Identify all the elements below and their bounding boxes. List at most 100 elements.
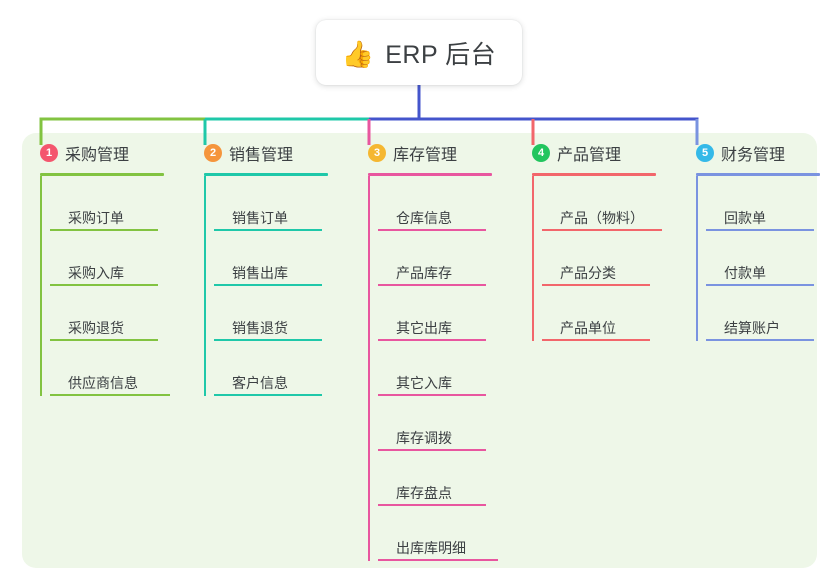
category-badge-number: 4 — [532, 144, 550, 162]
list-item-label: 付款单 — [724, 265, 766, 281]
list-item-underline — [542, 229, 662, 231]
list-item-underline — [50, 229, 158, 231]
category-item-list: 采购订单采购入库采购退货供应商信息 — [40, 176, 186, 396]
list-item-label: 仓库信息 — [396, 210, 452, 226]
category-title: 产品管理 — [557, 147, 622, 164]
list-item-label: 出库库明细 — [396, 540, 466, 556]
category-title: 库存管理 — [393, 147, 458, 164]
root-node-erp-backend[interactable]: 👍 ERP 后台 — [316, 20, 522, 85]
list-item-underline — [50, 284, 158, 286]
list-item-label: 销售订单 — [232, 210, 288, 226]
list-item-underline — [706, 229, 814, 231]
list-item-label: 产品（物料） — [560, 210, 644, 226]
list-item-underline — [214, 339, 322, 341]
list-item[interactable]: 产品（物料） — [542, 176, 678, 231]
list-item[interactable]: 结算账户 — [706, 286, 839, 341]
list-item-underline — [378, 229, 486, 231]
tree-spine — [204, 176, 206, 396]
tree-spine — [696, 176, 698, 341]
list-item-label: 供应商信息 — [68, 375, 138, 391]
list-item-underline — [214, 284, 322, 286]
list-item[interactable]: 其它入库 — [378, 341, 514, 396]
list-item-underline — [378, 284, 486, 286]
list-item[interactable]: 库存调拨 — [378, 396, 514, 451]
list-item[interactable]: 其它出库 — [378, 286, 514, 341]
list-item[interactable]: 仓库信息 — [378, 176, 514, 231]
list-item[interactable]: 采购退货 — [50, 286, 186, 341]
list-item-label: 销售出库 — [232, 265, 288, 281]
category-column-5: 5 财务管理回款单付款单结算账户 — [678, 133, 839, 568]
list-item[interactable]: 采购入库 — [50, 231, 186, 286]
list-item-underline — [378, 504, 486, 506]
list-item-underline — [378, 449, 486, 451]
list-item-label: 其它入库 — [396, 375, 452, 391]
list-item-underline — [378, 559, 498, 561]
list-item[interactable]: 销售订单 — [214, 176, 350, 231]
list-item-underline — [706, 284, 814, 286]
list-item-label: 产品分类 — [560, 265, 616, 281]
list-item-label: 其它出库 — [396, 320, 452, 336]
tree-spine — [368, 176, 370, 561]
tree-spine — [40, 176, 42, 396]
list-item-underline — [378, 339, 486, 341]
list-item-underline — [706, 339, 814, 341]
category-title: 销售管理 — [229, 147, 294, 164]
category-header-underline — [204, 173, 328, 176]
category-column-4: 4 产品管理产品（物料） 产品分类产品单位 — [514, 133, 678, 568]
list-item-underline — [214, 394, 322, 396]
list-item-underline — [50, 394, 170, 396]
list-item-label: 结算账户 — [724, 320, 780, 336]
category-header-underline — [40, 173, 164, 176]
list-item[interactable]: 采购订单 — [50, 176, 186, 231]
list-item[interactable]: 产品分类 — [542, 231, 678, 286]
list-item[interactable]: 产品库存 — [378, 231, 514, 286]
list-item[interactable]: 销售出库 — [214, 231, 350, 286]
category-title: 采购管理 — [65, 147, 130, 164]
list-item-label: 产品库存 — [396, 265, 452, 281]
list-item[interactable]: 客户信息 — [214, 341, 350, 396]
list-item-label: 产品单位 — [560, 320, 616, 336]
list-item-label: 库存调拨 — [396, 430, 452, 446]
list-item-label: 采购订单 — [68, 210, 124, 226]
list-item-underline — [542, 284, 650, 286]
diagram-panel-background — [22, 133, 817, 568]
category-badge-number: 5 — [696, 144, 714, 162]
list-item-label: 采购退货 — [68, 320, 124, 336]
category-header-5[interactable]: 5 财务管理 — [694, 133, 839, 173]
category-column-2: 2 销售管理销售订单销售出库销售退货客户信息 — [186, 133, 350, 568]
thumbs-up-icon: 👍 — [341, 38, 375, 69]
list-item[interactable]: 回款单 — [706, 176, 839, 231]
list-item[interactable]: 销售退货 — [214, 286, 350, 341]
category-header-2[interactable]: 2 销售管理 — [202, 133, 350, 173]
category-header-4[interactable]: 4 产品管理 — [530, 133, 678, 173]
category-header-3[interactable]: 3 库存管理 — [366, 133, 514, 173]
list-item-underline — [214, 229, 322, 231]
list-item[interactable]: 出库库明细 — [378, 506, 514, 561]
category-item-list: 回款单付款单结算账户 — [696, 176, 839, 341]
category-badge-number: 3 — [368, 144, 386, 162]
list-item[interactable]: 产品单位 — [542, 286, 678, 341]
category-item-list: 产品（物料） 产品分类产品单位 — [532, 176, 678, 341]
root-node-title: ERP 后台 — [385, 40, 497, 69]
list-item[interactable]: 供应商信息 — [50, 341, 186, 396]
tree-spine — [532, 176, 534, 341]
list-item-underline — [542, 339, 650, 341]
category-header-underline — [696, 173, 820, 176]
category-header-underline — [368, 173, 492, 176]
category-item-list: 仓库信息产品库存其它出库其它入库库存调拨库存盘点出库库明细 — [368, 176, 514, 561]
list-item-underline — [378, 394, 486, 396]
list-item-label: 销售退货 — [232, 320, 288, 336]
list-item-label: 回款单 — [724, 210, 766, 226]
category-column-3: 3 库存管理仓库信息产品库存其它出库其它入库库存调拨库存盘点出库库明细 — [350, 133, 514, 568]
list-item-label: 库存盘点 — [396, 485, 452, 501]
category-badge-number: 2 — [204, 144, 222, 162]
category-title: 财务管理 — [721, 147, 786, 164]
list-item[interactable]: 库存盘点 — [378, 451, 514, 506]
list-item-label: 客户信息 — [232, 375, 288, 391]
list-item-label: 采购入库 — [68, 265, 124, 281]
list-item[interactable]: 付款单 — [706, 231, 839, 286]
list-item-underline — [50, 339, 158, 341]
